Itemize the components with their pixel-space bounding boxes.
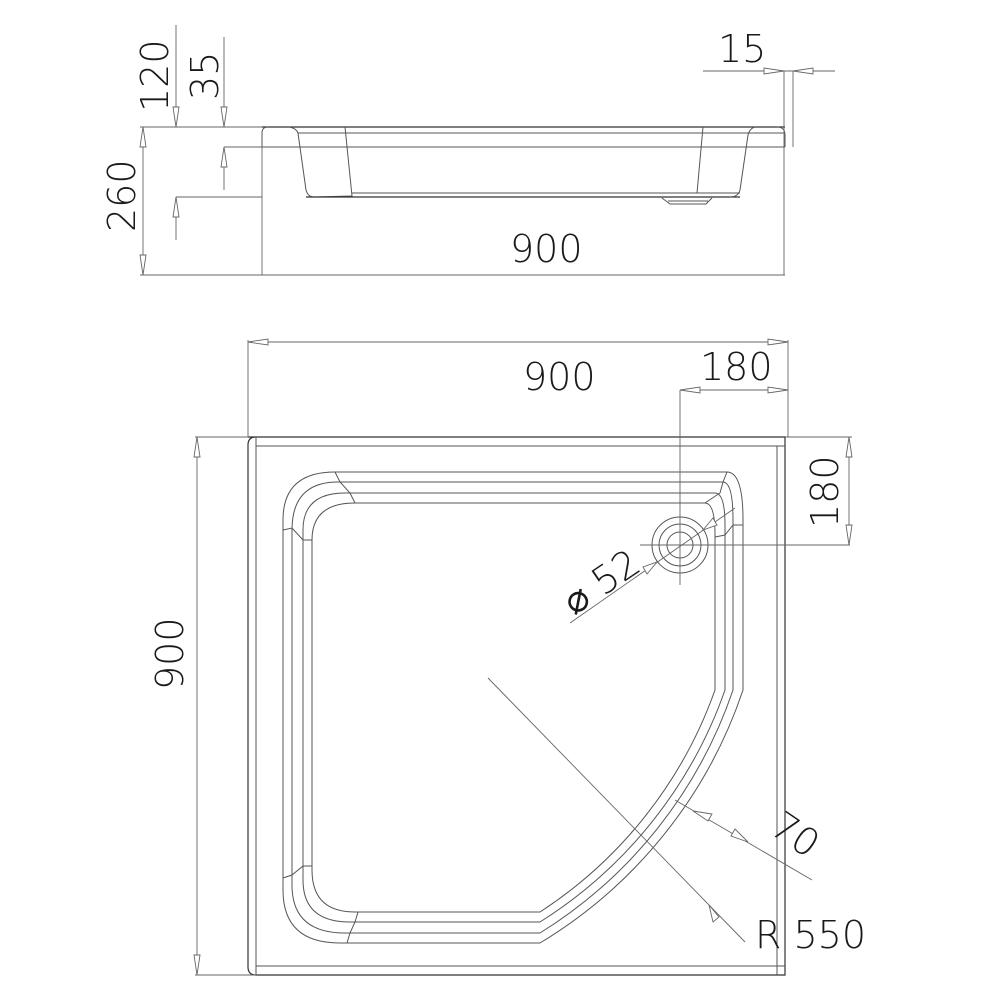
dim-label-35: 35	[183, 52, 227, 100]
top-view-dimensions	[193, 338, 853, 976]
dim-label-side-900: 900	[510, 227, 583, 271]
dim-label-180-horizontal: 180	[700, 345, 773, 389]
top-view	[247, 390, 850, 976]
dim-label-180-vertical: 180	[803, 455, 847, 528]
dim-label-15: 15	[718, 27, 766, 71]
dim-label-radius: R 550	[755, 913, 866, 957]
dim-label-drain-diameter: ⌀ 52	[554, 540, 648, 623]
dim-label-left-900: 900	[148, 617, 192, 690]
side-view	[261, 126, 786, 205]
side-view-dimensions	[139, 25, 835, 276]
dim-label-120: 120	[133, 39, 177, 112]
dim-label-260: 260	[100, 159, 144, 232]
dim-label-top-900: 900	[523, 355, 596, 399]
